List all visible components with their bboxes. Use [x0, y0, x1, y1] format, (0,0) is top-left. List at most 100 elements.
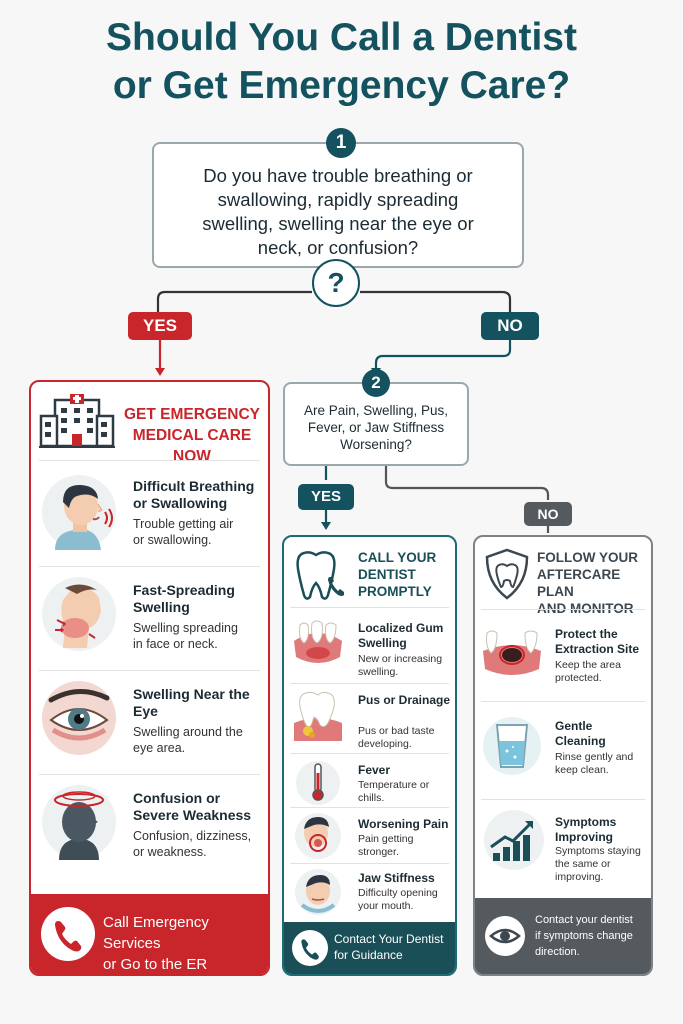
title-line-1: Should You Call a Dentist [106, 16, 577, 59]
aftercare-heading-line-1: FOLLOW YOUR [537, 550, 638, 565]
aftercare-heading-line-3: AND MONITOR [537, 601, 634, 616]
question-1-box: Do you have trouble breathing or swallow… [152, 142, 524, 268]
list-item: Gentle Cleaning Rinse gently and keep cl… [475, 709, 651, 793]
list-item: Fever Temperature or chills. [284, 757, 455, 813]
item-desc: Temperature or chills. [358, 779, 430, 804]
dentist-heading-line-3: PROMPTLY [358, 584, 432, 599]
tooth-pus-icon [294, 691, 342, 741]
aftercare-footer[interactable]: Contact your dentist if symptoms change … [475, 898, 651, 974]
no-badge-2: NO [524, 502, 572, 526]
list-item: Localized Gum Swelling New or increasing… [284, 613, 455, 683]
item-title: Worsening Pain [358, 817, 449, 831]
item-desc: Trouble getting air or swallowing. [133, 517, 234, 547]
list-item: Fast-Spreading Swelling Swelling spreadi… [31, 574, 268, 672]
yes-badge-2: YES [298, 484, 354, 510]
item-title: Localized Gum Swelling [358, 621, 444, 650]
connector-q2-no [384, 466, 550, 500]
divider [481, 701, 645, 702]
dentist-heading-line-1: CALL YOUR [358, 550, 437, 565]
list-item: Worsening Pain Pain getting stronger. [284, 811, 455, 867]
arrowhead-dentist [321, 522, 331, 530]
question-1-text: Do you have trouble breathing or swallow… [202, 165, 474, 258]
jaw-stiffness-icon [295, 869, 341, 915]
phone-icon [41, 907, 95, 961]
item-title: Fever [358, 763, 391, 777]
water-glass-icon [483, 717, 541, 775]
item-desc: Difficulty opening your mouth. [358, 887, 438, 912]
item-title: Confusion or Severe Weakness [133, 790, 252, 823]
emergency-footer-line-2: or Go to the ER [103, 956, 208, 973]
connector-q1-yes [156, 290, 312, 312]
item-desc: Confusion, dizziness, or weakness. [133, 829, 252, 859]
list-item: Swelling Near the Eye Swelling around th… [31, 678, 268, 776]
aftercare-footer-line-3: direction. [535, 946, 580, 958]
item-title: Swelling Near the Eye [133, 686, 250, 719]
item-desc: Keep the area protected. [555, 659, 621, 684]
neck-swelling-icon [42, 577, 116, 651]
divider [290, 863, 449, 864]
aftercare-footer-line-2: if symptoms change [535, 930, 633, 942]
dentist-heading-line-2: DENTIST [358, 567, 416, 582]
item-desc: Rinse gently and keep clean. [555, 751, 634, 776]
divider [290, 807, 449, 808]
extraction-site-icon [483, 630, 541, 675]
question-mark-icon: ? [312, 259, 360, 307]
emergency-footer[interactable]: Call Emergency Services or Go to the ER [31, 894, 268, 974]
dizzy-head-icon [42, 785, 116, 860]
item-desc: Swelling around the eye area. [133, 725, 243, 755]
item-title: Fast-Spreading Swelling [133, 582, 235, 615]
divider [39, 460, 260, 461]
jaw-pain-icon [295, 813, 341, 859]
aftercare-panel: FOLLOW YOUR AFTERCARE PLAN AND MONITOR P… [473, 535, 653, 976]
breathing-icon [42, 475, 116, 550]
arrowhead-emergency [155, 368, 165, 376]
item-title: Jaw Stiffness [358, 871, 435, 885]
list-item: Confusion or Severe Weakness Confusion, … [31, 782, 268, 880]
item-desc: Pain getting stronger. [358, 833, 414, 858]
item-desc: Symptoms staying the same or improving. [555, 845, 641, 883]
dentist-footer[interactable]: Contact Your Dentist for Guidance [284, 922, 455, 974]
aftercare-heading-line-2: AFTERCARE PLAN [537, 567, 621, 599]
eye-icon [42, 681, 116, 755]
item-title: Symptoms Improving [555, 815, 617, 844]
item-title: Protect the Extraction Site [555, 627, 640, 656]
hospital-icon [39, 394, 115, 448]
divider [39, 670, 260, 671]
connector-no-q2 [374, 340, 512, 370]
list-item: Pus or Drainage Pus or bad taste develop… [284, 687, 455, 757]
dentist-heading: CALL YOUR DENTIST PROMPTLY [358, 549, 454, 600]
question-2-box: Are Pain, Swelling, Pus, Fever, or Jaw S… [283, 382, 469, 466]
step-1-badge: 1 [326, 128, 356, 158]
list-item: Difficult Breathing or Swallowing Troubl… [31, 470, 268, 568]
item-title: Gentle Cleaning [555, 719, 606, 748]
gum-swelling-icon [294, 620, 342, 663]
divider [290, 753, 449, 754]
trend-up-icon [484, 810, 544, 870]
title-line-2: or Get Emergency Care? [112, 64, 571, 107]
emergency-heading: GET EMERGENCY MEDICAL CARE NOW [119, 404, 265, 467]
dentist-panel: CALL YOUR DENTIST PROMPTLY Localized Gum… [282, 535, 457, 976]
question-2-text: Are Pain, Swelling, Pus, Fever, or Jaw S… [303, 403, 449, 452]
divider [290, 683, 449, 684]
list-item: Protect the Extraction Site Keep the are… [475, 617, 651, 701]
aftercare-heading: FOLLOW YOUR AFTERCARE PLAN AND MONITOR [537, 549, 649, 617]
divider [481, 799, 645, 800]
no-badge-1: NO [481, 312, 539, 340]
yes-badge-1: YES [128, 312, 192, 340]
item-title: Difficult Breathing or Swallowing [133, 478, 255, 511]
aftercare-footer-line-1: Contact your dentist [535, 914, 633, 926]
dentist-footer-line-1: Contact Your Dentist [334, 932, 444, 946]
divider [39, 566, 260, 567]
connector-q1-no [360, 290, 512, 312]
item-title: Pus or Drainage [358, 693, 451, 707]
shield-tooth-icon [485, 548, 529, 600]
emergency-footer-line-1: Call Emergency Services [103, 914, 209, 952]
item-desc: Swelling spreading in face or neck. [133, 621, 238, 651]
divider [290, 607, 449, 608]
dentist-footer-line-2: for Guidance [334, 948, 403, 962]
emergency-panel: GET EMERGENCY MEDICAL CARE NOW Difficult… [29, 380, 270, 976]
step-2-badge: 2 [362, 369, 390, 397]
item-desc: Pus or bad taste developing. [358, 725, 435, 750]
item-desc: New or increasing swelling. [358, 653, 443, 678]
divider [481, 609, 645, 610]
